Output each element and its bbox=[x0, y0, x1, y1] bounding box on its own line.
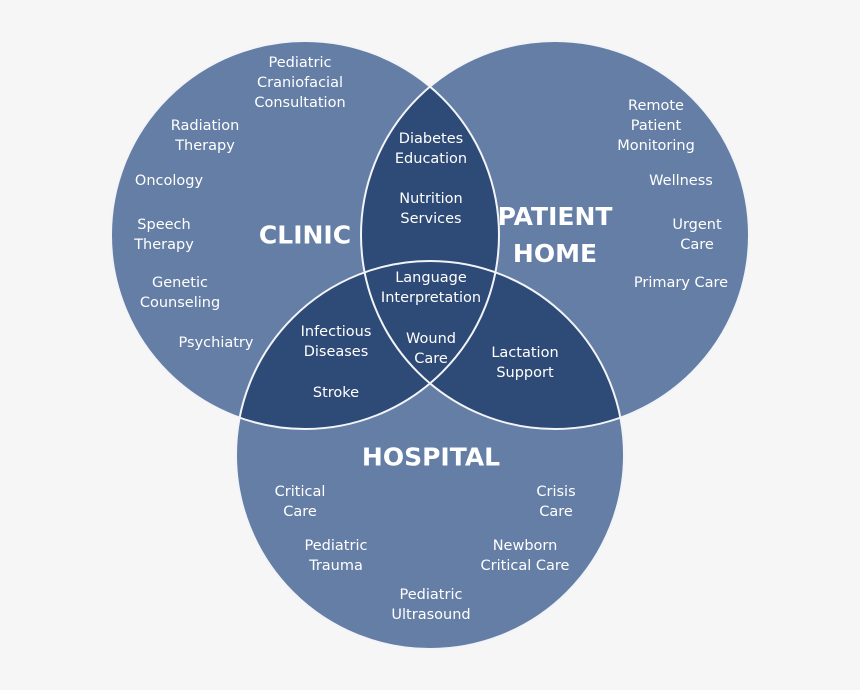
label-line: Monitoring bbox=[617, 138, 695, 154]
label-line: Psychiatry bbox=[178, 335, 254, 351]
label-line: Therapy bbox=[175, 138, 235, 154]
home-overlaps bbox=[361, 261, 624, 429]
label-line: Education bbox=[394, 151, 468, 167]
label-line: Critical Care bbox=[480, 558, 570, 574]
label-line: Remote bbox=[628, 98, 684, 114]
service-lactation-support: Lactation Support bbox=[491, 343, 558, 383]
label-line: Support bbox=[496, 365, 554, 381]
label-line: Care bbox=[539, 504, 573, 520]
label-line: Care bbox=[680, 237, 714, 253]
label-line: Ultrasound bbox=[391, 607, 471, 623]
label-line: Wellness bbox=[649, 173, 713, 189]
label-line: Infectious bbox=[300, 324, 372, 340]
label-line: Radiation bbox=[170, 118, 240, 134]
service-crisis-care: Crisis Care bbox=[536, 482, 575, 522]
service-language-interpretation: Language Interpretation bbox=[381, 268, 481, 308]
label-line: Therapy bbox=[134, 237, 194, 253]
service-urgent-care: Urgent Care bbox=[672, 215, 721, 255]
label-line: Stroke bbox=[312, 385, 360, 401]
service-wellness: Wellness bbox=[649, 171, 713, 191]
service-speech-therapy: Speech Therapy bbox=[134, 215, 194, 255]
patient-home-title-line-1: PATIENT bbox=[497, 202, 613, 231]
label-line: Patient bbox=[630, 118, 682, 134]
service-primary-care: Primary Care bbox=[634, 273, 728, 293]
clinic-title-line: CLINIC bbox=[258, 220, 352, 250]
patient-home-title: PATIENT HOME bbox=[498, 198, 613, 272]
label-line: Craniofacial bbox=[257, 75, 343, 91]
label-line: Wound bbox=[406, 331, 456, 347]
service-newborn-critical-care: Newborn Critical Care bbox=[481, 536, 570, 576]
service-genetic-counseling: Genetic Counseling bbox=[140, 273, 220, 313]
service-infectious-diseases: Infectious Diseases bbox=[301, 322, 372, 362]
hospital-title-line: HOSPITAL bbox=[361, 442, 501, 472]
service-wound-care: Wound Care bbox=[406, 329, 456, 369]
service-stroke: Stroke bbox=[313, 383, 359, 403]
label-line: Diabetes bbox=[398, 131, 464, 147]
hospital-outline bbox=[235, 260, 625, 650]
service-psychiatry: Psychiatry bbox=[179, 333, 254, 353]
label-line: Trauma bbox=[309, 558, 363, 574]
home-hospital-overlap bbox=[361, 261, 624, 429]
label-line: Lactation bbox=[491, 345, 559, 361]
label-line: Crisis bbox=[536, 484, 576, 500]
clinic-title: CLINIC bbox=[259, 217, 351, 254]
label-line: Services bbox=[400, 211, 462, 227]
label-line: Primary Care bbox=[633, 275, 729, 291]
hospital-title: HOSPITAL bbox=[362, 439, 500, 476]
clinic-outline bbox=[110, 40, 500, 430]
service-nutrition-services: Nutrition Services bbox=[399, 189, 463, 229]
service-pediatric-ultrasound: Pediatric Ultrasound bbox=[391, 585, 470, 625]
service-remote-patient-monitoring: Remote Patient Monitoring bbox=[617, 96, 695, 156]
service-pediatric-trauma: Pediatric Trauma bbox=[305, 536, 368, 576]
label-line: Genetic bbox=[152, 275, 208, 291]
label-line: Nutrition bbox=[399, 191, 463, 207]
label-line: Newborn bbox=[492, 538, 558, 554]
label-line: Urgent bbox=[672, 217, 722, 233]
service-diabetes-education: Diabetes Education bbox=[395, 129, 467, 169]
clinic-hospital-overlap bbox=[236, 261, 499, 429]
patient-home-outline bbox=[360, 40, 750, 430]
service-oncology: Oncology bbox=[135, 171, 203, 191]
label-line: Language bbox=[395, 270, 467, 286]
label-line: Speech bbox=[137, 217, 191, 233]
label-line: Pediatric bbox=[399, 587, 463, 603]
patient-home-title-line-2: HOME bbox=[512, 239, 598, 268]
label-line: Care bbox=[283, 504, 317, 520]
label-line: Care bbox=[414, 351, 448, 367]
label-line: Pediatric bbox=[304, 538, 368, 554]
service-critical-care: Critical Care bbox=[275, 482, 326, 522]
service-radiation-therapy: Radiation Therapy bbox=[171, 116, 240, 156]
service-pediatric-craniofacial-consultation: Pediatric Craniofacial Consultation bbox=[254, 53, 345, 113]
label-line: Consultation bbox=[254, 95, 346, 111]
label-line: Critical bbox=[274, 484, 326, 500]
label-line: Pediatric bbox=[268, 55, 332, 71]
label-line: Interpretation bbox=[380, 290, 482, 306]
label-line: Counseling bbox=[139, 295, 221, 311]
label-line: Diseases bbox=[303, 344, 369, 360]
label-line: Oncology bbox=[134, 173, 204, 189]
circle-outlines bbox=[110, 40, 750, 650]
